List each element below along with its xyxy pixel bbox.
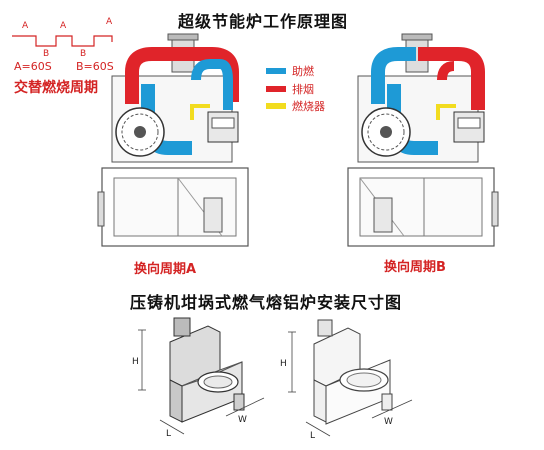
legend-label-exhaust: 排烟 — [292, 83, 314, 96]
dim2-width-label: W — [384, 417, 393, 427]
dim1-length-label: L — [166, 429, 171, 439]
legend-label-burner: 燃烧器 — [292, 100, 325, 113]
dim1-width-label: W — [238, 415, 247, 425]
wave-label-b2: B — [80, 49, 86, 59]
dim2-length-label: L — [310, 431, 315, 441]
wave-label-a2: A — [60, 21, 67, 31]
cycle-waveform: A A A B B — [12, 17, 113, 59]
furnace-diagram-a — [97, 33, 249, 247]
period-b-label: 换向周期B — [384, 260, 446, 275]
legend-swatch-air — [266, 68, 286, 74]
cycle-time-b: B=60S — [76, 60, 114, 73]
dimension-drawing-1: H L W — [132, 317, 265, 439]
wave-label-b1: B — [43, 49, 49, 59]
legend-label-air: 助燃 — [292, 65, 314, 78]
dim2-height-label: H — [280, 359, 287, 369]
dim1-height-label: H — [132, 357, 139, 367]
wave-label-a3: A — [106, 17, 113, 27]
furnace-diagram-b — [347, 33, 499, 247]
dimension-drawing-2: H L W — [280, 319, 413, 441]
cycle-time-a: A=60S — [14, 60, 52, 73]
legend-swatch-burner — [266, 103, 286, 109]
wave-label-a1: A — [22, 21, 29, 31]
dimension-drawing-title: 压铸机坩埚式燃气熔铝炉安装尺寸图 — [130, 293, 403, 312]
period-a-label: 换向周期A — [134, 262, 197, 277]
legend-swatch-exhaust — [266, 86, 286, 92]
diagram-title: 超级节能炉工作原理图 — [178, 12, 349, 31]
cycle-title: 交替燃烧周期 — [14, 80, 98, 96]
